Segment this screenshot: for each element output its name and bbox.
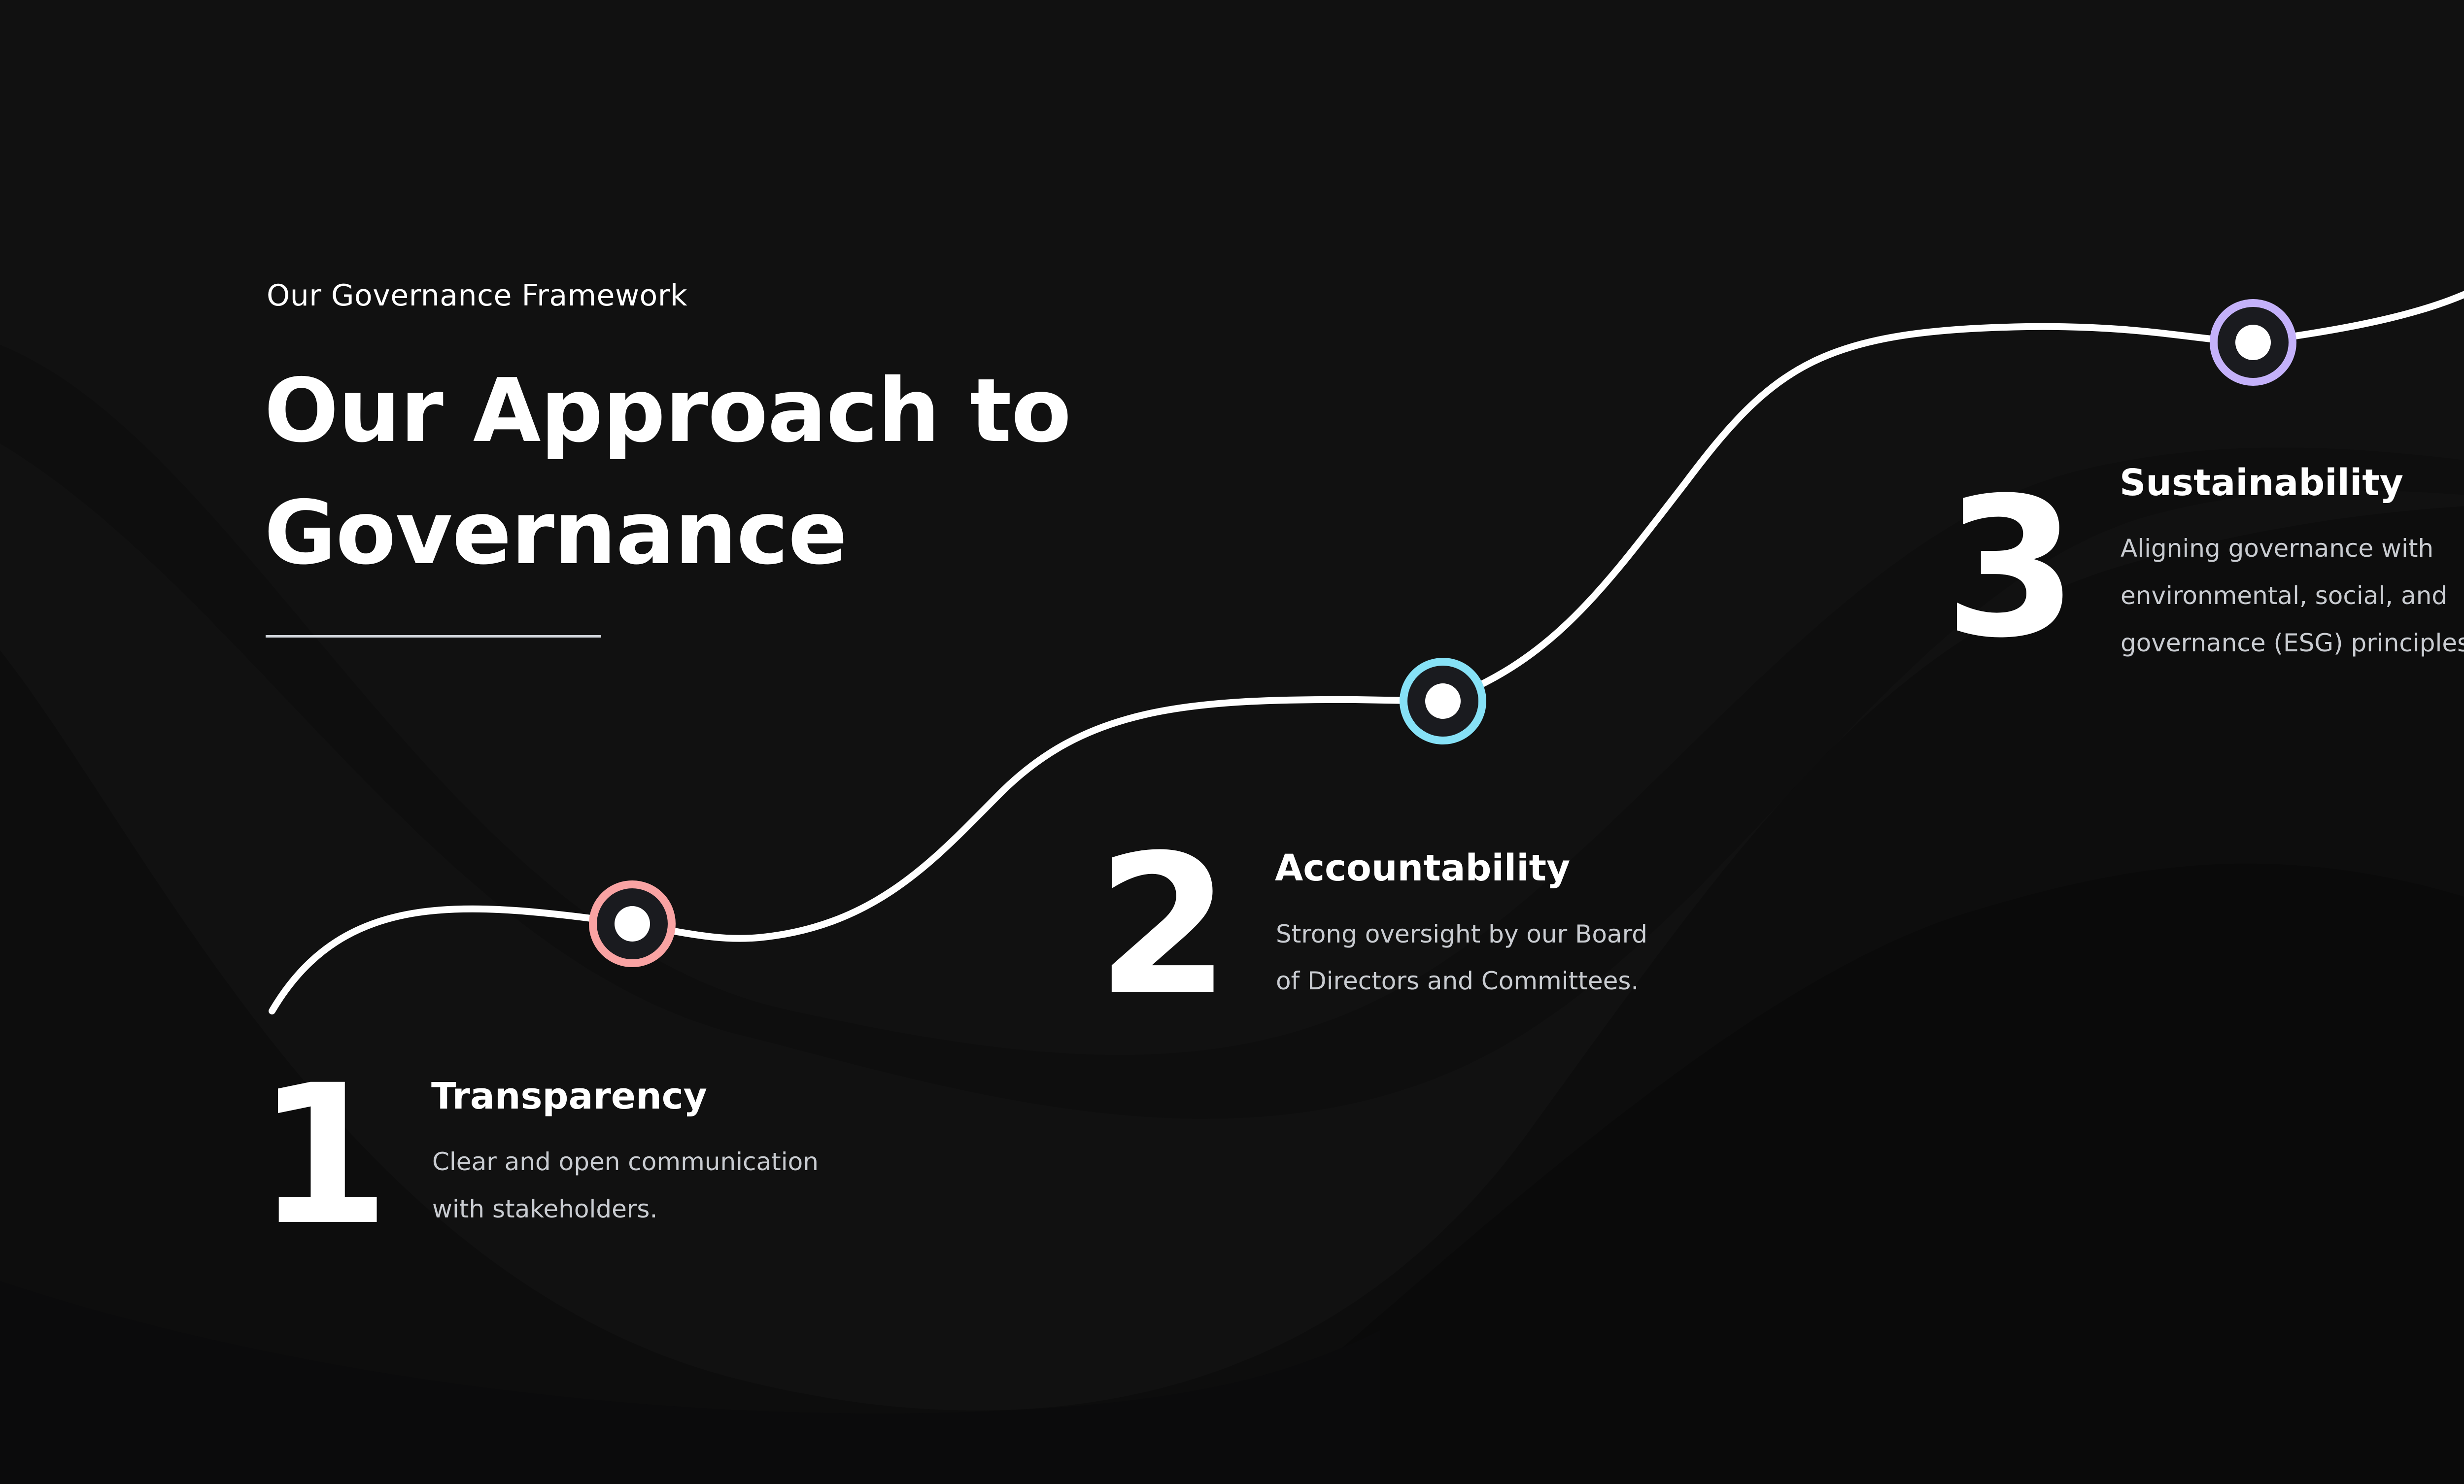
step-body-line: Clear and open communication	[432, 1147, 819, 1176]
step-body-line: with stakeholders.	[432, 1195, 658, 1223]
timeline-node-2	[1400, 658, 1486, 744]
step-heading: Accountability	[1275, 847, 1571, 889]
timeline-node-3	[2210, 299, 2296, 386]
page-title: Our Approach to Governance	[264, 350, 1151, 594]
page-title-line-1: Our Approach to	[264, 360, 1071, 462]
step-heading: Sustainability	[2120, 462, 2403, 504]
timeline-node-1	[589, 880, 676, 967]
step-body-line: governance (ESG) principles.	[2121, 629, 2464, 657]
section-eyebrow: Our Governance Framework	[267, 278, 688, 313]
step-body-line: Strong oversight by our Board	[1276, 920, 1647, 948]
step-number: 1	[256, 1044, 390, 1267]
step-number: 3	[1944, 456, 2078, 680]
step-heading: Transparency	[431, 1075, 707, 1117]
step-body-line: Aligning governance with	[2121, 534, 2434, 563]
step-number: 2	[1096, 813, 1230, 1037]
page-title-line-2: Governance	[264, 482, 848, 584]
step-body-line: environmental, social, and	[2121, 581, 2448, 610]
title-divider	[266, 635, 601, 638]
step-body-line: of Directors and Committees.	[1276, 967, 1639, 995]
